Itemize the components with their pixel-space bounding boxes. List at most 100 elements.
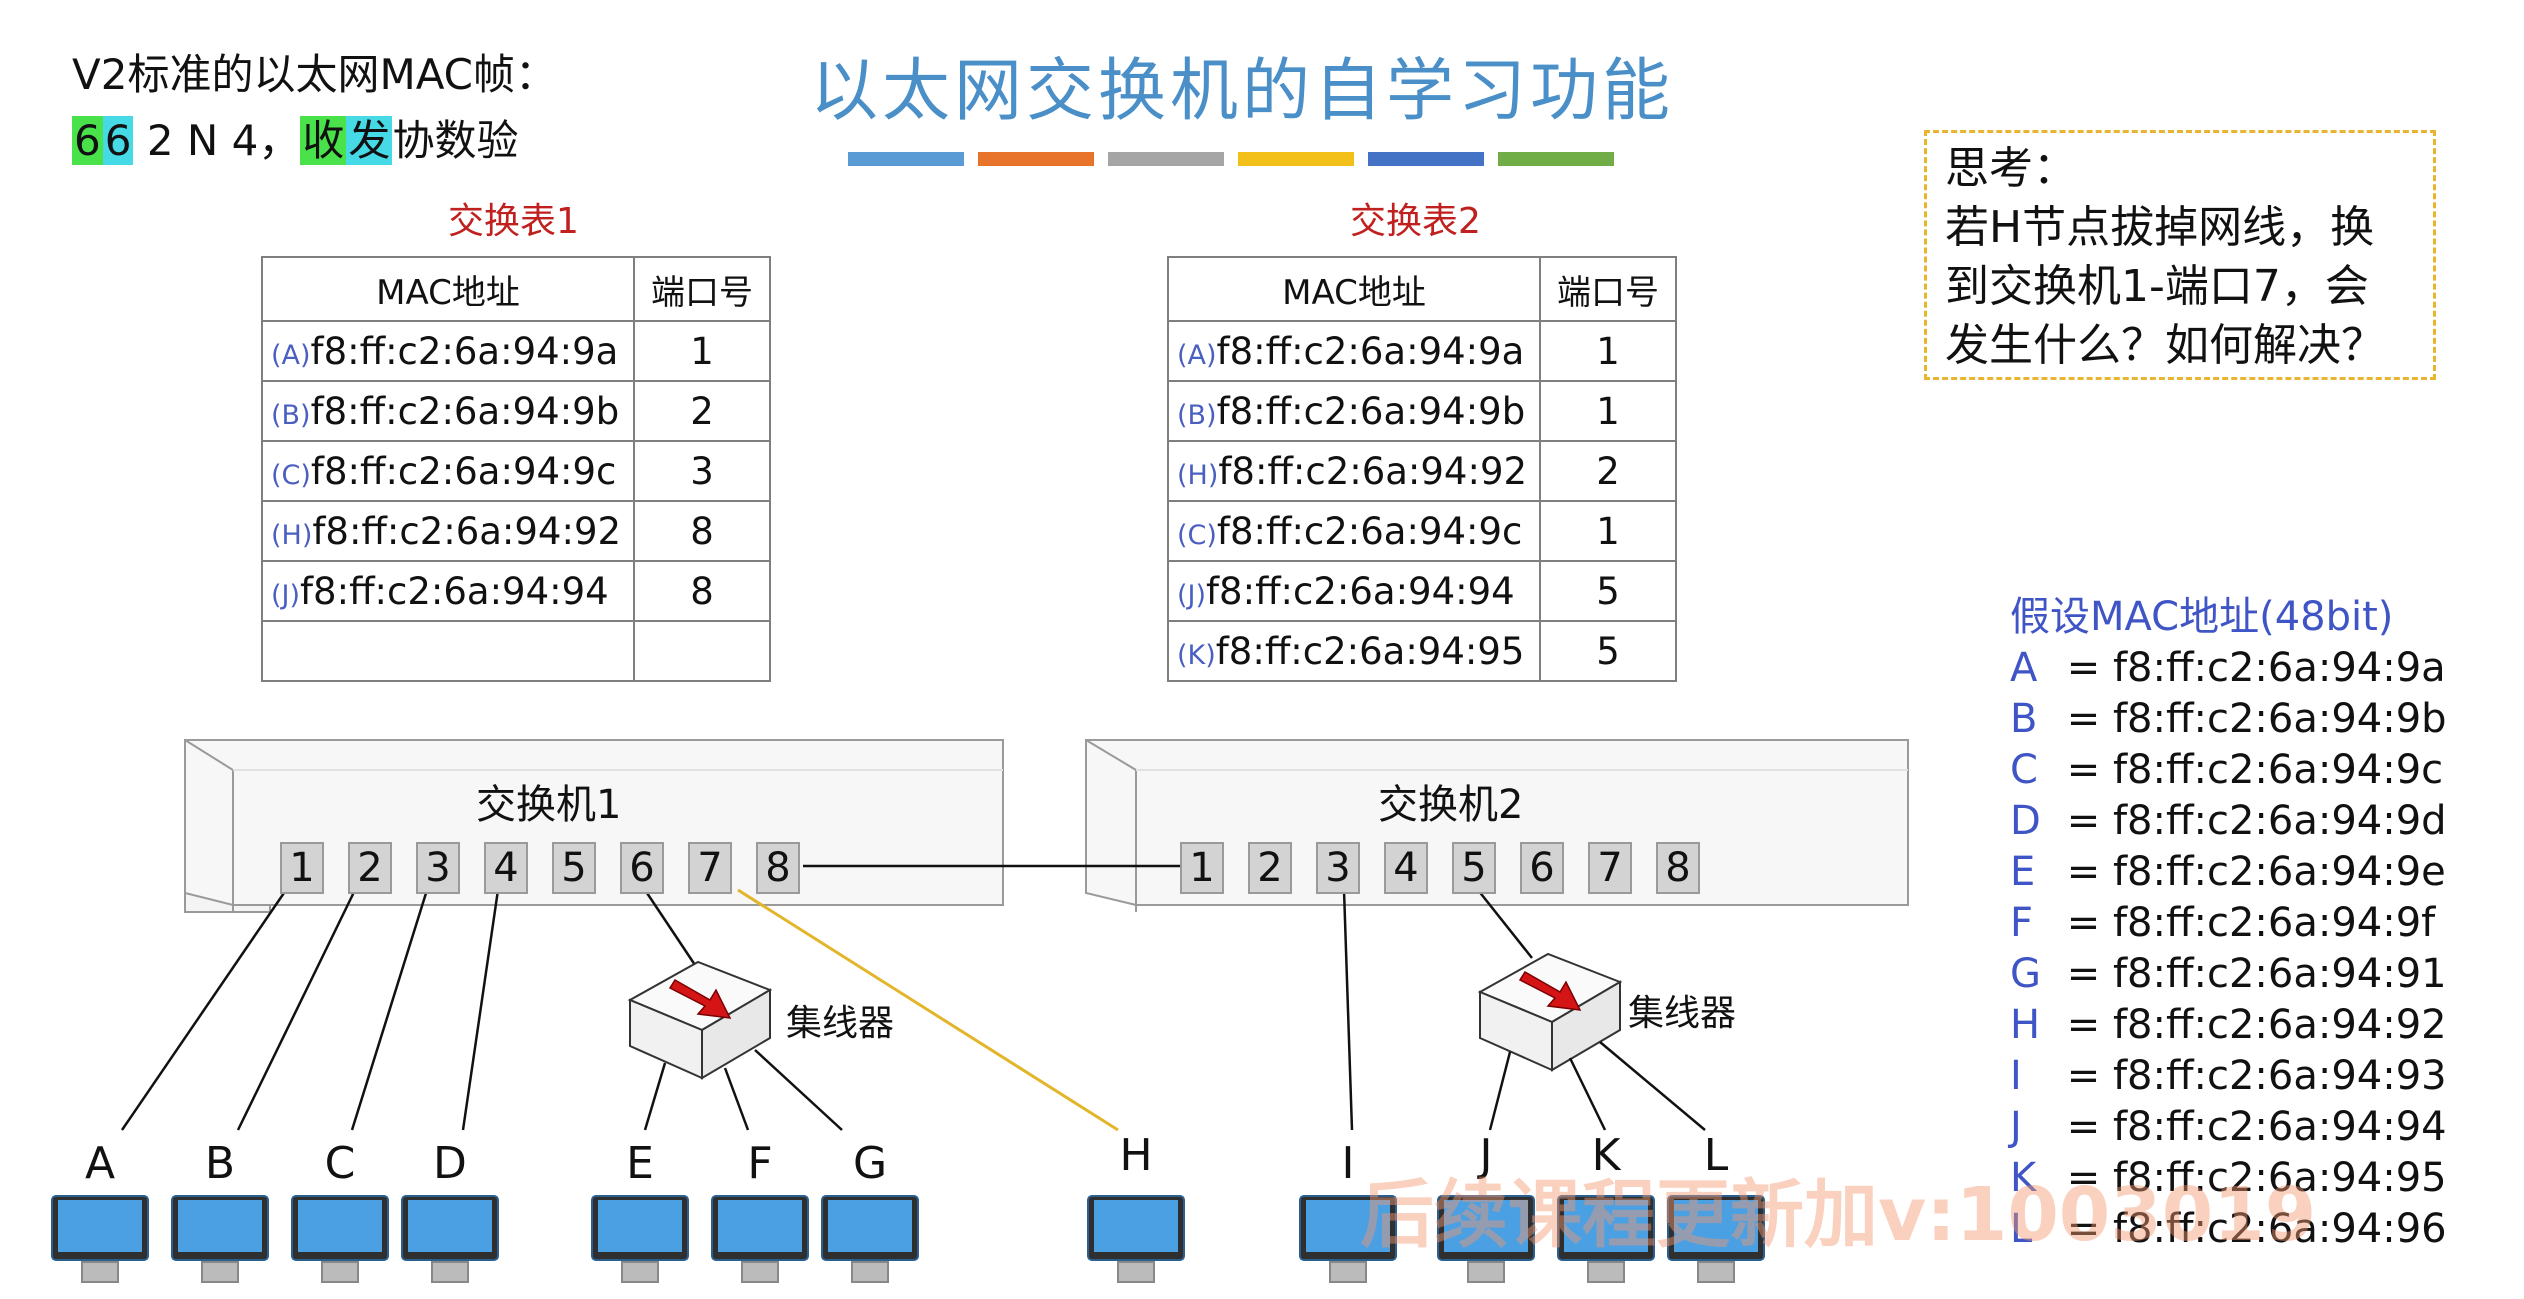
mac-list-item: E = f8:ff:c2:6a:94:9e <box>2010 849 2446 895</box>
frame-field-tail: 协数验 <box>392 116 519 165</box>
table-row: (H)f8:ff:c2:6a:94:92 8 <box>261 500 771 562</box>
host-label-l: L <box>1703 1130 1729 1181</box>
table-row: (J)f8:ff:c2:6a:94:94 5 <box>1167 560 1677 622</box>
mac-list-item: B = f8:ff:c2:6a:94:9b <box>2010 696 2447 742</box>
table-row: (B)f8:ff:c2:6a:94:9b 2 <box>261 380 771 442</box>
computer-icon <box>291 1195 389 1283</box>
link-h <box>737 888 1119 1132</box>
computer-icon <box>51 1195 149 1283</box>
decor-color-bars <box>848 152 1618 166</box>
link-b <box>236 889 357 1131</box>
table1-caption: 交换表1 <box>448 201 579 242</box>
mac-list-item: F = f8:ff:c2:6a:94:9f <box>2010 900 2436 946</box>
mac-address-list: 假设MAC地址(48bit) A = f8:ff:c2:6a:94:9a B =… <box>2010 592 2447 1255</box>
switch1-port-5: 5 <box>552 842 596 894</box>
link-f <box>723 1067 750 1131</box>
link-l <box>1599 1041 1706 1131</box>
think-question-box: 思考： 若H节点拔掉网线，换 到交换机1-端口7，会 发生什么？如何解决？ <box>1924 130 2436 380</box>
port-cell: 3 <box>633 440 771 502</box>
color-bar <box>1498 152 1614 166</box>
table-row: (K)f8:ff:c2:6a:94:95 5 <box>1167 620 1677 682</box>
mac-list-item: D = f8:ff:c2:6a:94:9d <box>2010 798 2447 844</box>
mac-cell: f8:ff:c2:6a:94:92 <box>312 509 622 553</box>
mac-cell: f8:ff:c2:6a:94:9b <box>1216 389 1526 433</box>
link-i <box>1342 889 1354 1131</box>
computer-icon <box>171 1195 269 1283</box>
switch2-port-6: 6 <box>1520 842 1564 894</box>
color-bar <box>1368 152 1484 166</box>
computer-icon <box>821 1195 919 1283</box>
switch-table-1: MAC地址 端口号 (A)f8:ff:c2:6a:94:9a 1 (B)f8:f… <box>261 256 771 682</box>
switch1-port-2: 2 <box>348 842 392 894</box>
mac-list-item: H = f8:ff:c2:6a:94:92 <box>2010 1002 2447 1048</box>
computer-icon <box>711 1195 809 1283</box>
mac-list-item: G = f8:ff:c2:6a:94:91 <box>2010 951 2447 997</box>
node-tag: (C) <box>271 459 311 491</box>
host-label-c: C <box>324 1138 356 1189</box>
mac-cell: f8:ff:c2:6a:94:9c <box>310 449 617 493</box>
table1-header-mac: MAC地址 <box>261 256 635 322</box>
switch2-port-3: 3 <box>1316 842 1360 894</box>
computer-icon <box>1299 1195 1397 1283</box>
host-label-g: G <box>852 1138 888 1189</box>
mac-cell: f8:ff:c2:6a:94:9a <box>310 329 619 373</box>
think-line: 发生什么？如何解决？ <box>1945 320 2385 371</box>
link-a <box>120 889 288 1131</box>
switch2-port-2: 2 <box>1248 842 1292 894</box>
mac-cell: f8:ff:c2:6a:94:9a <box>1216 329 1525 373</box>
table1-header-port: 端口号 <box>633 256 771 322</box>
host-label-j: J <box>1479 1130 1493 1181</box>
table-row: (B)f8:ff:c2:6a:94:9b 1 <box>1167 380 1677 442</box>
node-tag: (J) <box>271 579 301 611</box>
mac-cell: f8:ff:c2:6a:94:9c <box>1216 509 1523 553</box>
color-bar <box>1108 152 1224 166</box>
node-tag: (A) <box>271 339 311 371</box>
node-tag: (H) <box>271 519 313 551</box>
switch2-port-5: 5 <box>1452 842 1496 894</box>
port-cell: 2 <box>1539 440 1677 502</box>
computer-icon <box>1667 1195 1765 1283</box>
port-cell: 8 <box>633 500 771 562</box>
link-g <box>754 1049 843 1131</box>
host-label-d: D <box>433 1138 467 1189</box>
host-label-e: E <box>626 1138 654 1189</box>
mac-list-item: J = f8:ff:c2:6a:94:94 <box>2010 1104 2447 1150</box>
table2-header-port: 端口号 <box>1539 256 1677 322</box>
node-tag: (J) <box>1177 579 1207 611</box>
switch1-port-6: 6 <box>620 842 664 894</box>
think-line: 到交换机1-端口7，会 <box>1945 261 2369 312</box>
table-row-empty <box>261 620 771 682</box>
frame-field-rest: 2 N 4， <box>146 116 301 165</box>
hub1-label: 集线器 <box>786 1003 895 1044</box>
table2-caption: 交换表2 <box>1350 201 1481 242</box>
frame-field-dst: 6 <box>72 116 103 165</box>
node-tag: (H) <box>1177 459 1219 491</box>
port-cell: 1 <box>633 320 771 382</box>
frame-note-line2: 66 2 N 4，收发协数验 <box>72 108 557 174</box>
mac-list-heading: 假设MAC地址(48bit) <box>2010 594 2394 640</box>
port-cell: 5 <box>1539 620 1677 682</box>
page-title: 以太网交换机的自学习功能 <box>810 52 1675 131</box>
computer-icon <box>401 1195 499 1283</box>
switch-table-2: MAC地址 端口号 (A)f8:ff:c2:6a:94:9a 1 (B)f8:f… <box>1167 256 1677 682</box>
watermark: 后续课程更新加v:1003019 <box>1360 1172 2317 1258</box>
hub2-label: 集线器 <box>1628 993 1737 1034</box>
node-tag: (B) <box>271 399 311 431</box>
switch1-port-7: 7 <box>688 842 732 894</box>
switch1-port-8: 8 <box>756 842 800 894</box>
link-d <box>461 889 500 1131</box>
mac-cell: f8:ff:c2:6a:94:95 <box>1215 629 1525 673</box>
color-bar <box>848 152 964 166</box>
port-cell: 5 <box>1539 560 1677 622</box>
table-row: (C)f8:ff:c2:6a:94:9c 3 <box>261 440 771 502</box>
frame-hl-send: 发 <box>346 116 393 165</box>
mac-list-item: A = f8:ff:c2:6a:94:9a <box>2010 645 2446 691</box>
node-tag: (C) <box>1177 519 1217 551</box>
mac-cell: f8:ff:c2:6a:94:94 <box>300 569 609 613</box>
table-row: (A)f8:ff:c2:6a:94:9a 1 <box>1167 320 1677 382</box>
mac-cell: f8:ff:c2:6a:94:92 <box>1218 449 1528 493</box>
mac-list-item: K = f8:ff:c2:6a:94:95 <box>2010 1155 2447 1201</box>
computer-icon <box>1437 1195 1535 1283</box>
link-e <box>643 1062 667 1131</box>
mac-list-item: C = f8:ff:c2:6a:94:9c <box>2010 747 2444 793</box>
